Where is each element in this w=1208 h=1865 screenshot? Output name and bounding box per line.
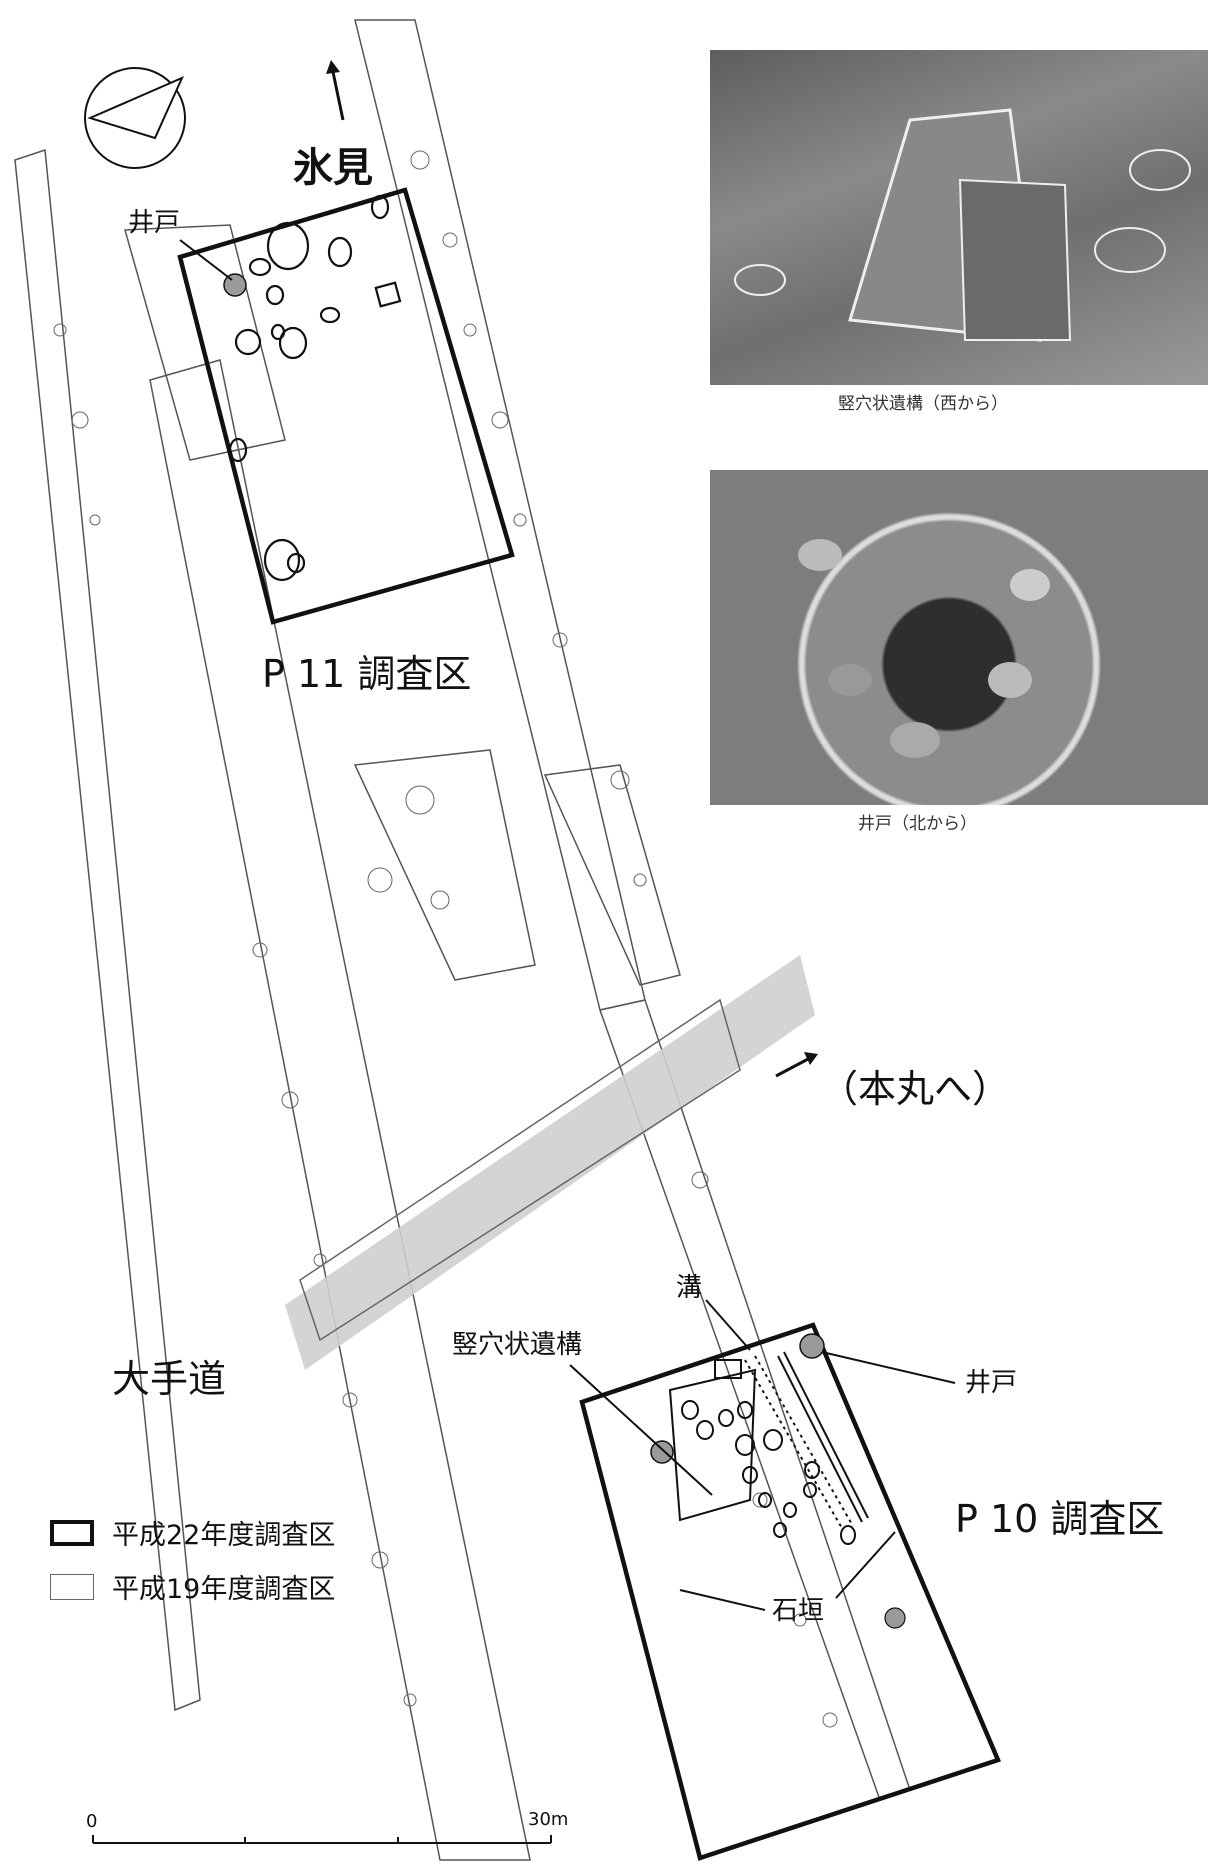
label-otemichi: 大手道 [112, 1357, 227, 1401]
legend-swatch-thick [50, 1519, 94, 1546]
scale-bar [92, 1835, 552, 1844]
p10-well-marker [799, 1333, 825, 1359]
p10-features [668, 1351, 869, 1545]
legend-label: 平成22年度調査区 [112, 1520, 336, 1551]
photo-caption-well: 井戸（北から） [858, 814, 977, 834]
legend-item-2007: 平成19年度調査区 [50, 1567, 335, 1606]
label-himi: 氷見 [293, 145, 373, 191]
well-photo [710, 470, 1208, 805]
photo-caption-pit: 竪穴状遺構（西から） [838, 394, 1008, 414]
label-p11-area: P 11 調査区 [262, 652, 472, 696]
p11-trench-2010 [177, 187, 515, 625]
p10-extra-marker [884, 1607, 906, 1629]
legend-item-2010: 平成22年度調査区 [50, 1513, 335, 1552]
p10-trench-2010 [579, 1322, 1002, 1861]
north-compass-icon [84, 67, 186, 169]
label-stonewall: 石垣 [772, 1596, 825, 1626]
photo-sketch [734, 108, 1191, 342]
excavated-features [53, 150, 838, 1728]
p11-well-leader [179, 239, 233, 281]
photo-sketch [798, 539, 1050, 758]
legend-swatch-thin [50, 1573, 94, 1600]
p11-features [228, 194, 402, 582]
label-ditch: 溝 [676, 1273, 703, 1303]
label-pit: 竪穴状遺構 [452, 1330, 583, 1360]
label-well-south: 井戸 [965, 1368, 1018, 1398]
pit-feature-photo [710, 50, 1208, 385]
label-well-north: 井戸 [128, 208, 181, 238]
scale-end-label: 30m [528, 1809, 569, 1830]
direction-arrow-icon [326, 60, 345, 121]
label-p10-area: P 10 調査区 [955, 1497, 1165, 1541]
trench-2007-outlines [14, 19, 911, 1861]
legend-label: 平成19年度調査区 [112, 1574, 336, 1605]
road-trench-outline [299, 998, 741, 1342]
scale-start-label: 0 [86, 1811, 98, 1832]
p10-pit-marker [650, 1440, 674, 1464]
p10-leader-lines [569, 1299, 956, 1611]
otemichi-road-band [285, 955, 815, 1370]
p11-well-marker [223, 273, 247, 297]
label-honmaru: （本丸へ） [820, 1067, 1011, 1111]
honmaru-arrow-icon [775, 1052, 818, 1078]
